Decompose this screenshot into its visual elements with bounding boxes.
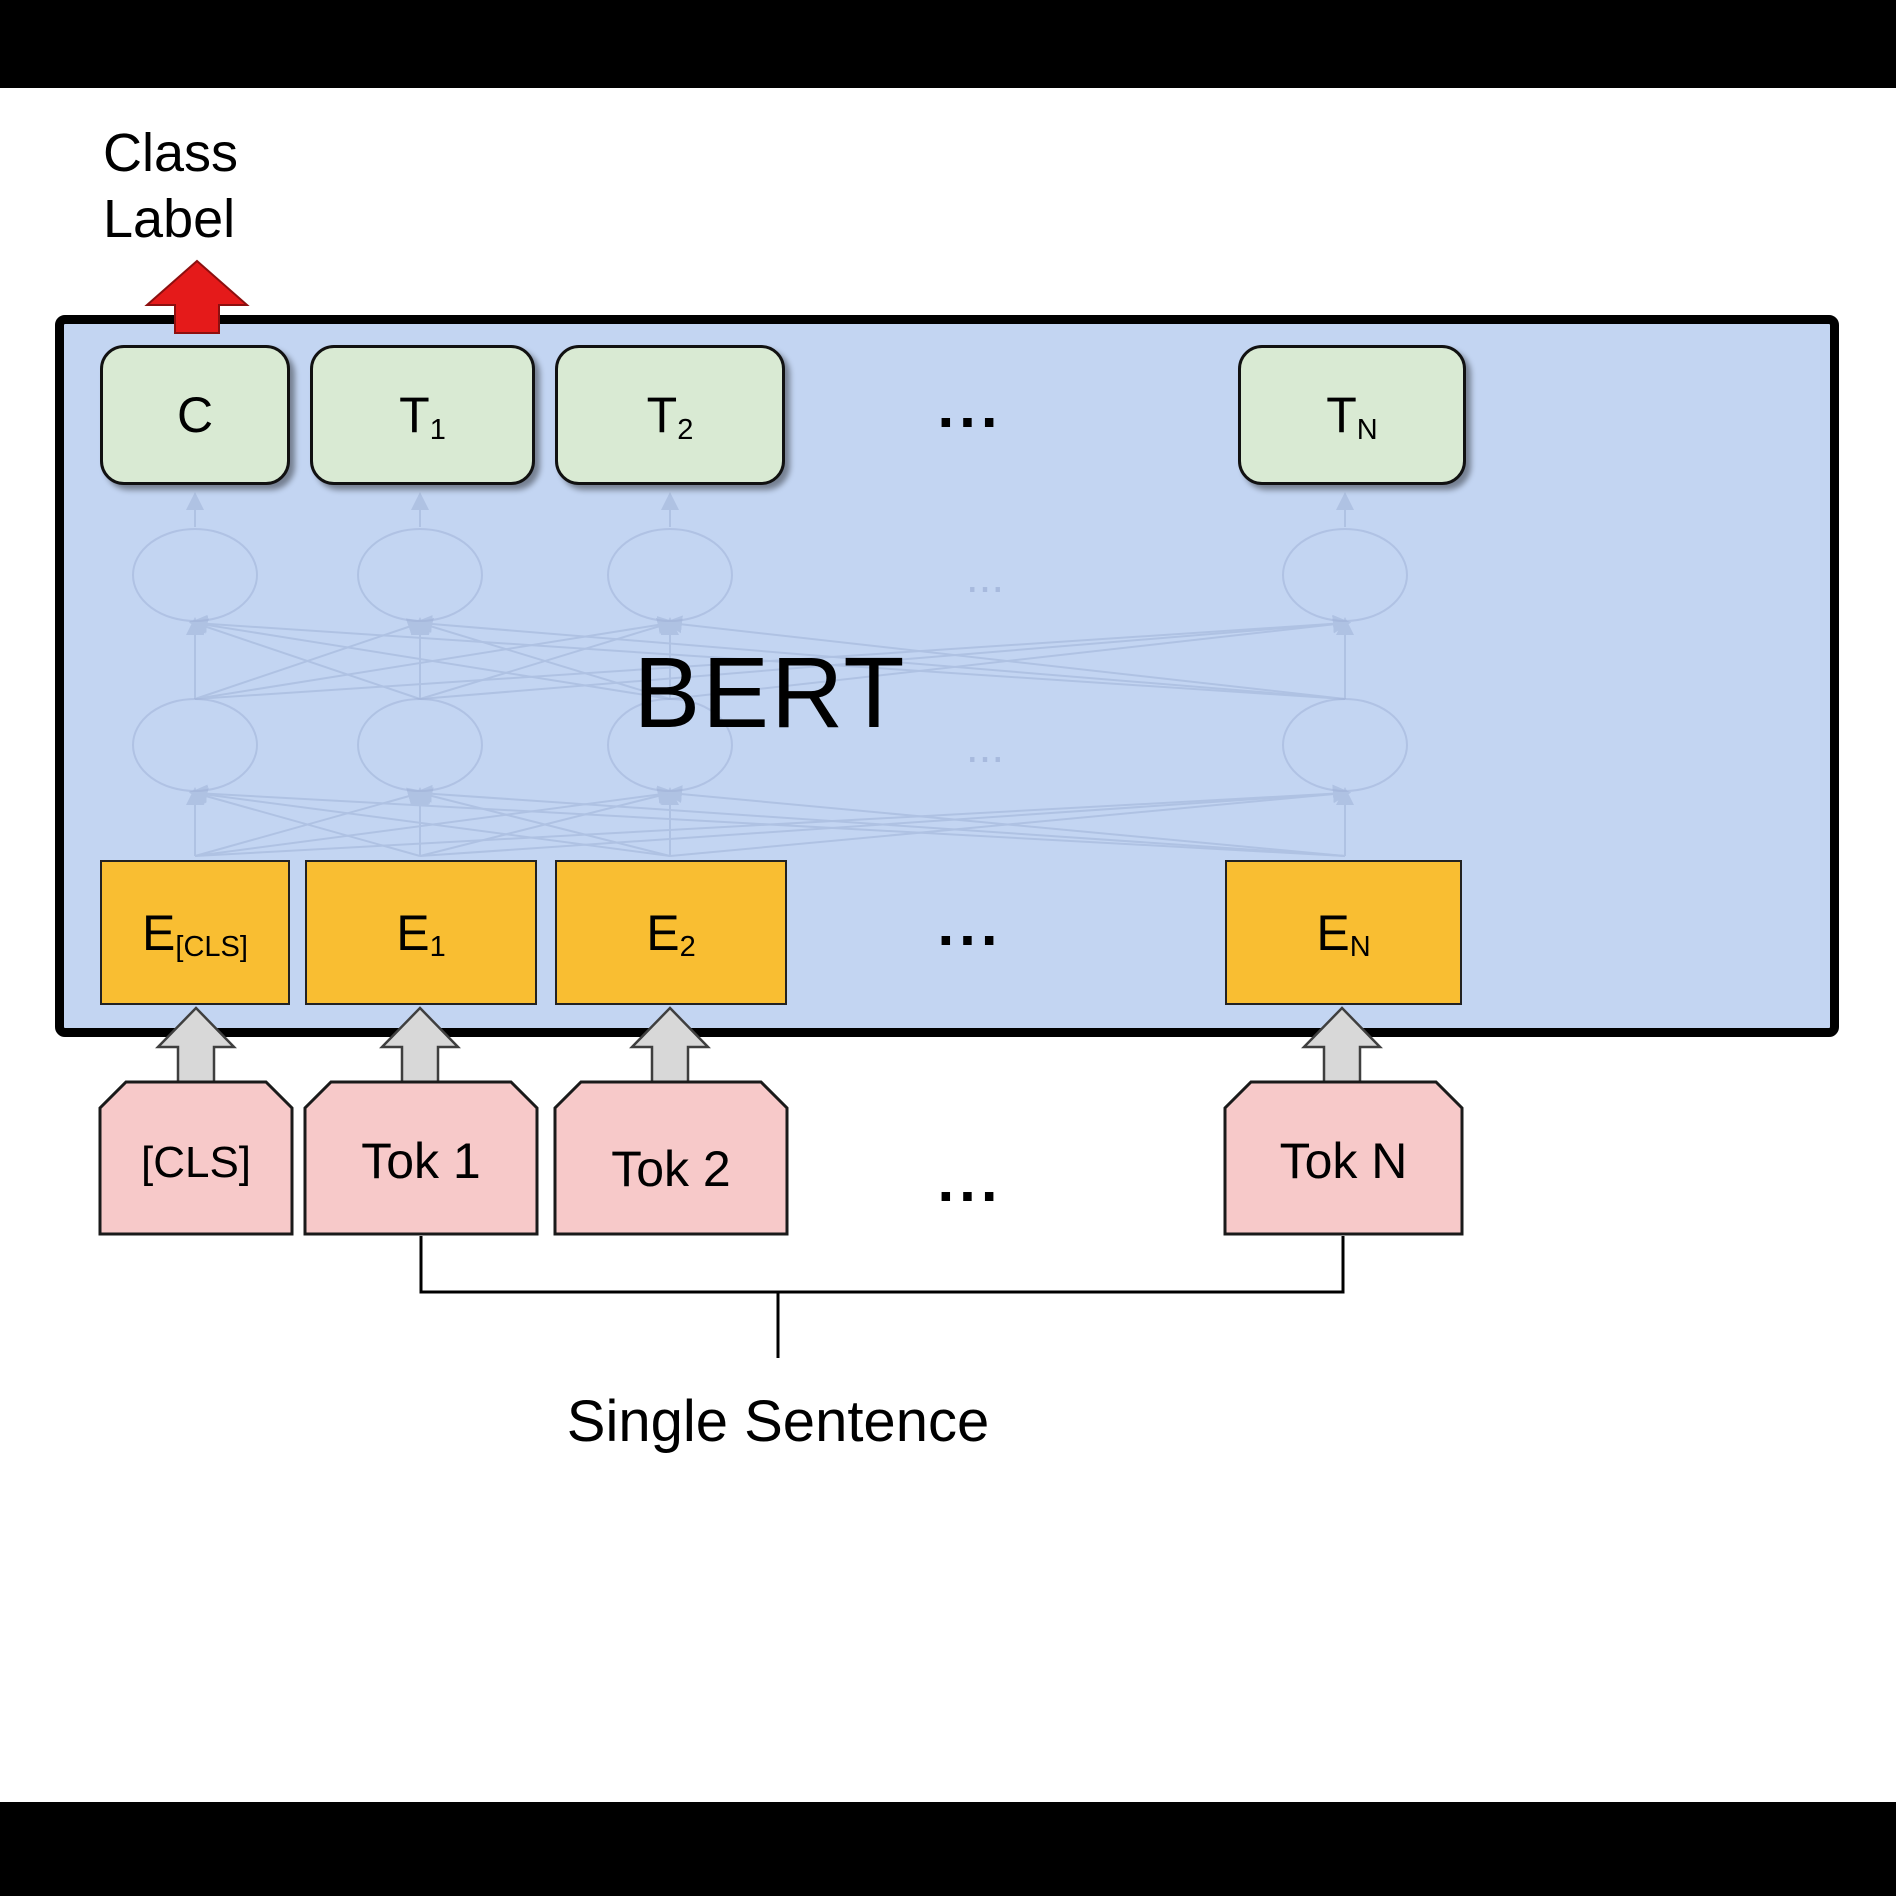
bert-title: BERT — [633, 637, 907, 749]
letterbox-bottom — [0, 1802, 1896, 1896]
embedding-label-e1-sub: 1 — [429, 931, 446, 963]
embedding-label-e2: E — [646, 904, 680, 961]
embedding-label-e2-sub: 2 — [679, 931, 696, 963]
embedding-label-cls-sub: [CLS] — [175, 931, 248, 963]
output-label-c: C — [176, 387, 214, 443]
output-label-t2: T — [646, 387, 678, 443]
output-label-tn-sub: N — [1356, 413, 1378, 446]
embedding-label-en: E — [1316, 904, 1350, 961]
embedding-box-cls: E[CLS] — [100, 860, 290, 1005]
class-label-text: Class Label — [103, 123, 239, 249]
single-sentence-bracket — [419, 1236, 1345, 1358]
embedding-label-e1: E — [396, 904, 430, 961]
output-label-t2-sub: 2 — [677, 413, 694, 446]
output-row-ellipsis: ... — [937, 373, 1003, 440]
token-row-ellipsis: ... — [937, 1147, 1003, 1214]
token-label-tok2: Tok 2 — [611, 1141, 731, 1197]
embedding-row-ellipsis: ... — [937, 891, 1003, 958]
single-sentence-caption: Single Sentence — [566, 1389, 990, 1454]
token-label-cls: [CLS] — [140, 1138, 252, 1187]
letterbox-top — [0, 0, 1896, 88]
embedding-label-cls: E — [142, 904, 176, 961]
output-label-t1-sub: 1 — [429, 413, 446, 446]
output-box-c: C — [100, 345, 290, 485]
token-label-tok1: Tok 1 — [361, 1133, 481, 1189]
output-label-t1: T — [399, 387, 430, 443]
token-label-tokn: Tok N — [1279, 1133, 1408, 1189]
output-label-tn: T — [1326, 387, 1357, 443]
embedding-label-en-sub: N — [1349, 931, 1371, 963]
